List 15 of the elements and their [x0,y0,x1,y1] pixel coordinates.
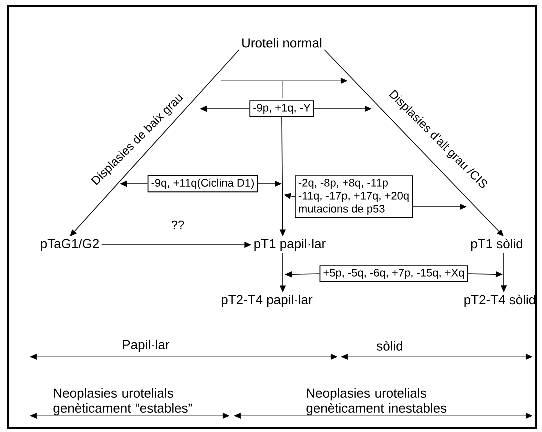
span-label: sòlid [377,341,403,351]
alteration-box: +5p, -5q, -6q, +7p, -15q, +Xq [320,266,468,282]
stage-label: pT2-T4 sòlid [464,294,536,308]
stage-label: pT1 papil·lar [254,238,326,252]
stage-label: pTaG1/G2 [41,238,99,252]
alteration-box: -9q, +11q(Ciclina D1) [148,175,258,193]
stage-label: pT2-T4 papil·lar [222,294,313,308]
span-label: Papil·lar [123,340,170,352]
alteration-box: -2q, -8p, +8q, -11p -11q, -17p, +17q, +20q mutacions de p53 [295,176,413,218]
edge-label: ?? [172,220,184,230]
stage-label: Uroteli normal [242,38,322,48]
span-label: Neoplasies urotelials genèticament “estables” [54,388,192,416]
alteration-box: -9p, +1q, -Y [250,100,314,118]
span-label: Neoplasies urotelials genèticament inestables [306,388,447,416]
stage-label: pT1 sòlid [471,238,523,252]
